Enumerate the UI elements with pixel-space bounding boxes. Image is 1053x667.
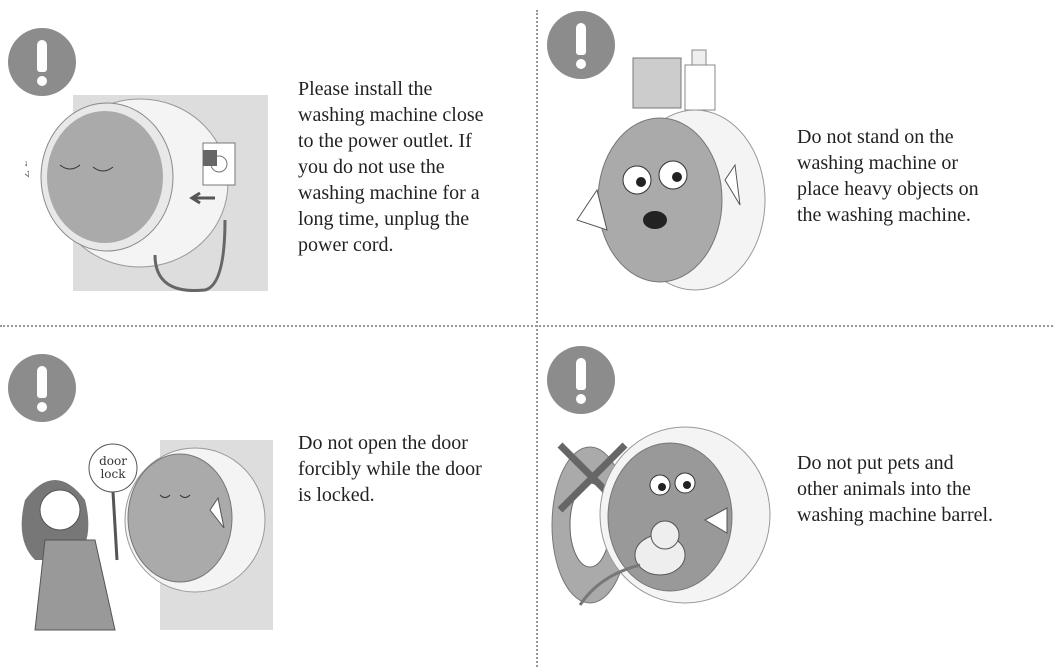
warning-exclamation-icon <box>547 11 615 79</box>
text-line: forcibly while the door <box>298 458 482 480</box>
text-line: washing machine for a <box>298 182 480 204</box>
no-pets-illustration <box>551 426 771 606</box>
warning-exclamation-icon <box>8 28 76 96</box>
instruction-text-heavy-objects: Do not stand on the washing machine or p… <box>797 124 979 228</box>
text-line: Do not open the door <box>298 432 468 454</box>
instruction-text-door-lock: Do not open the door forcibly while the … <box>298 430 482 508</box>
text-line: washing machine or <box>797 152 959 174</box>
text-line: power cord. <box>298 234 394 256</box>
text-line: Please install the <box>298 78 433 100</box>
text-line: washing machine close <box>298 104 484 126</box>
text-line: washing machine barrel. <box>797 504 994 526</box>
sign-text-door: door <box>99 454 127 468</box>
heavy-objects-on-machine-illustration <box>576 49 766 291</box>
text-line: Do not put pets and <box>797 452 954 474</box>
text-line: place heavy objects on <box>797 178 979 200</box>
text-line: the washing machine. <box>797 204 971 226</box>
text-line: long time, unplug the <box>298 208 470 230</box>
horizontal-divider <box>0 325 1053 327</box>
vertical-divider <box>536 10 538 667</box>
text-line: Do not stand on the <box>797 126 954 148</box>
instruction-text-no-pets: Do not put pets and other animals into t… <box>797 450 993 528</box>
text-line: to the power outlet. If <box>298 130 472 152</box>
warning-exclamation-icon <box>8 354 76 422</box>
svg-text:z Z: z Z <box>25 161 31 178</box>
text-line: other animals into the <box>797 478 971 500</box>
unplug-power-cord-illustration: z Z <box>25 95 268 293</box>
sign-text-lock: lock <box>100 467 126 481</box>
warning-exclamation-icon <box>547 346 615 414</box>
text-line: you do not use the <box>298 156 445 178</box>
door-lock-illustration: door lock <box>21 440 273 631</box>
instruction-text-power-outlet: Please install the washing machine close… <box>298 76 484 258</box>
text-line: is locked. <box>298 484 375 506</box>
